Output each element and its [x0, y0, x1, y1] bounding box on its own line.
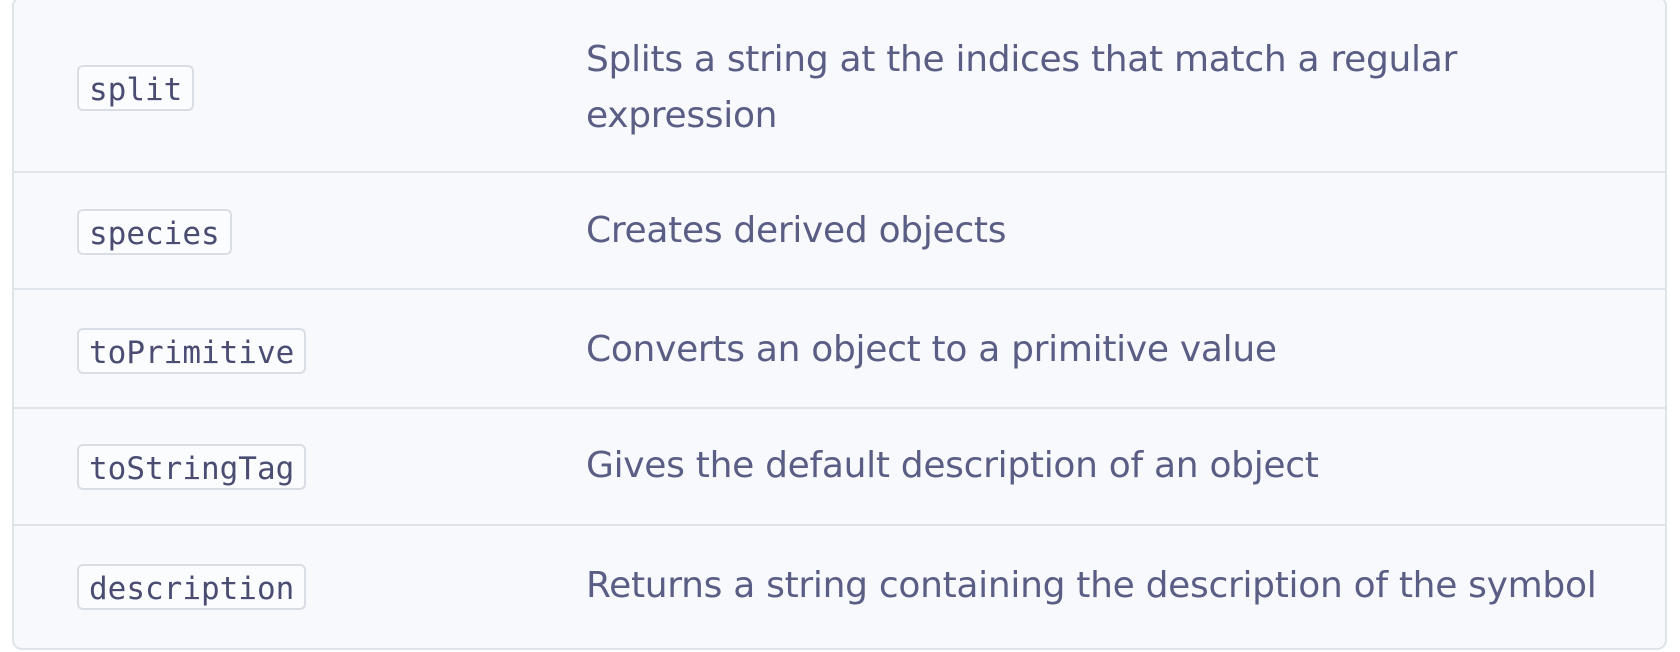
property-name-code: species	[77, 209, 232, 255]
table-row: species Creates derived objects	[14, 173, 1665, 290]
property-description: Gives the default description of an obje…	[586, 445, 1319, 486]
table-row: toStringTag Gives the default descriptio…	[14, 409, 1665, 526]
property-name-code: split	[77, 65, 195, 111]
table-row: toPrimitive Converts an object to a prim…	[14, 290, 1665, 409]
property-description: Converts an object to a primitive value	[586, 329, 1277, 370]
table-row: description Returns a string containing …	[14, 526, 1665, 648]
property-description: Splits a string at the indices that matc…	[586, 39, 1458, 136]
symbol-properties-table: split Splits a string at the indices tha…	[12, 0, 1667, 650]
property-name-code: toPrimitive	[77, 328, 307, 374]
table-row: split Splits a string at the indices tha…	[14, 0, 1665, 173]
property-name-code: description	[77, 564, 307, 610]
property-description: Creates derived objects	[586, 210, 1007, 251]
property-description: Returns a string containing the descript…	[586, 565, 1597, 606]
property-name-code: toStringTag	[77, 444, 307, 490]
